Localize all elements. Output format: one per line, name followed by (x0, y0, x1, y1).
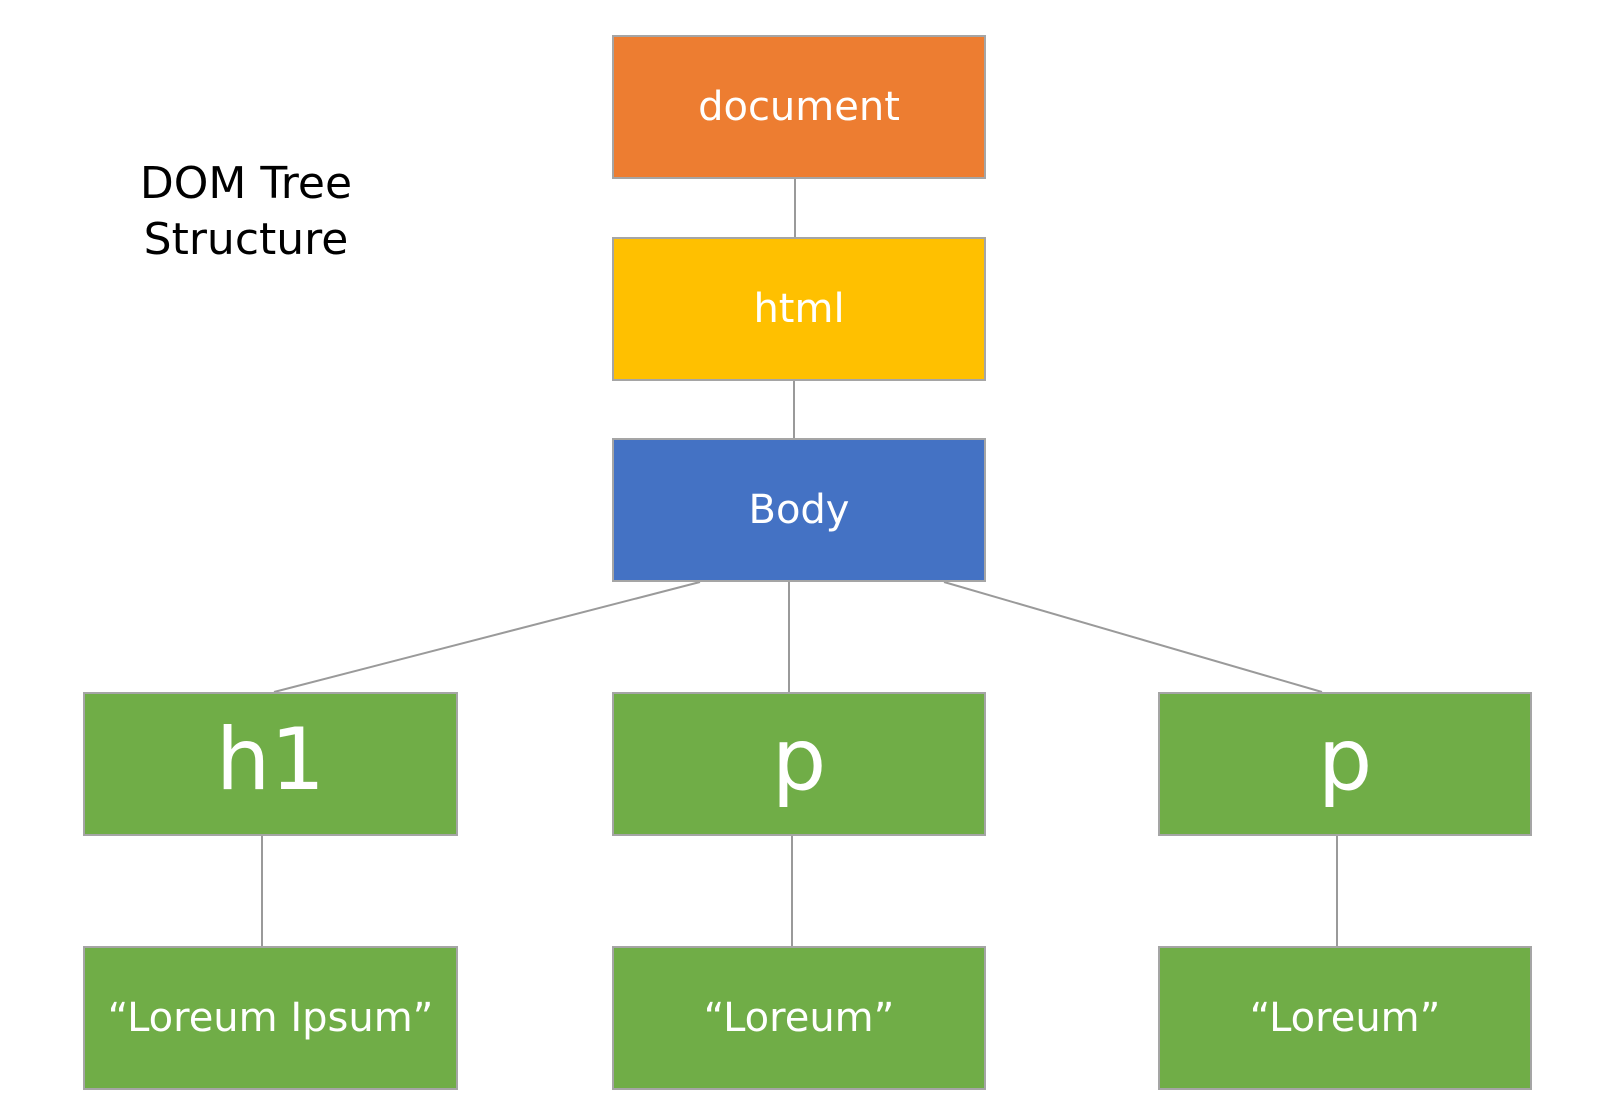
node-html: html (612, 237, 986, 381)
node-text-p-second: “Loreum” (1158, 946, 1532, 1090)
node-html-label: html (753, 286, 845, 332)
node-p-first-label: p (771, 710, 827, 810)
edge-body-h1 (273, 581, 701, 693)
node-p-second: p (1158, 692, 1532, 836)
node-document: document (612, 35, 986, 179)
diagram-title-line-1: DOM Tree (139, 158, 353, 209)
diagram-title-line-2: Structure (143, 214, 349, 265)
node-p-second-label: p (1317, 710, 1373, 810)
node-h1: h1 (83, 692, 458, 836)
node-text-p-first: “Loreum” (612, 946, 986, 1090)
node-text-p-first-label: “Loreum” (703, 995, 895, 1041)
node-text-h1: “Loreum Ipsum” (83, 946, 458, 1090)
node-body-label: Body (748, 487, 850, 533)
node-p-first: p (612, 692, 986, 836)
node-text-p-second-label: “Loreum” (1249, 995, 1441, 1041)
edge-body-p2 (943, 581, 1323, 693)
node-body: Body (612, 438, 986, 582)
diagram-title: DOM Tree Structure (96, 156, 396, 268)
node-text-h1-label: “Loreum Ipsum” (107, 995, 434, 1041)
node-h1-label: h1 (215, 710, 326, 810)
node-document-label: document (698, 84, 900, 130)
